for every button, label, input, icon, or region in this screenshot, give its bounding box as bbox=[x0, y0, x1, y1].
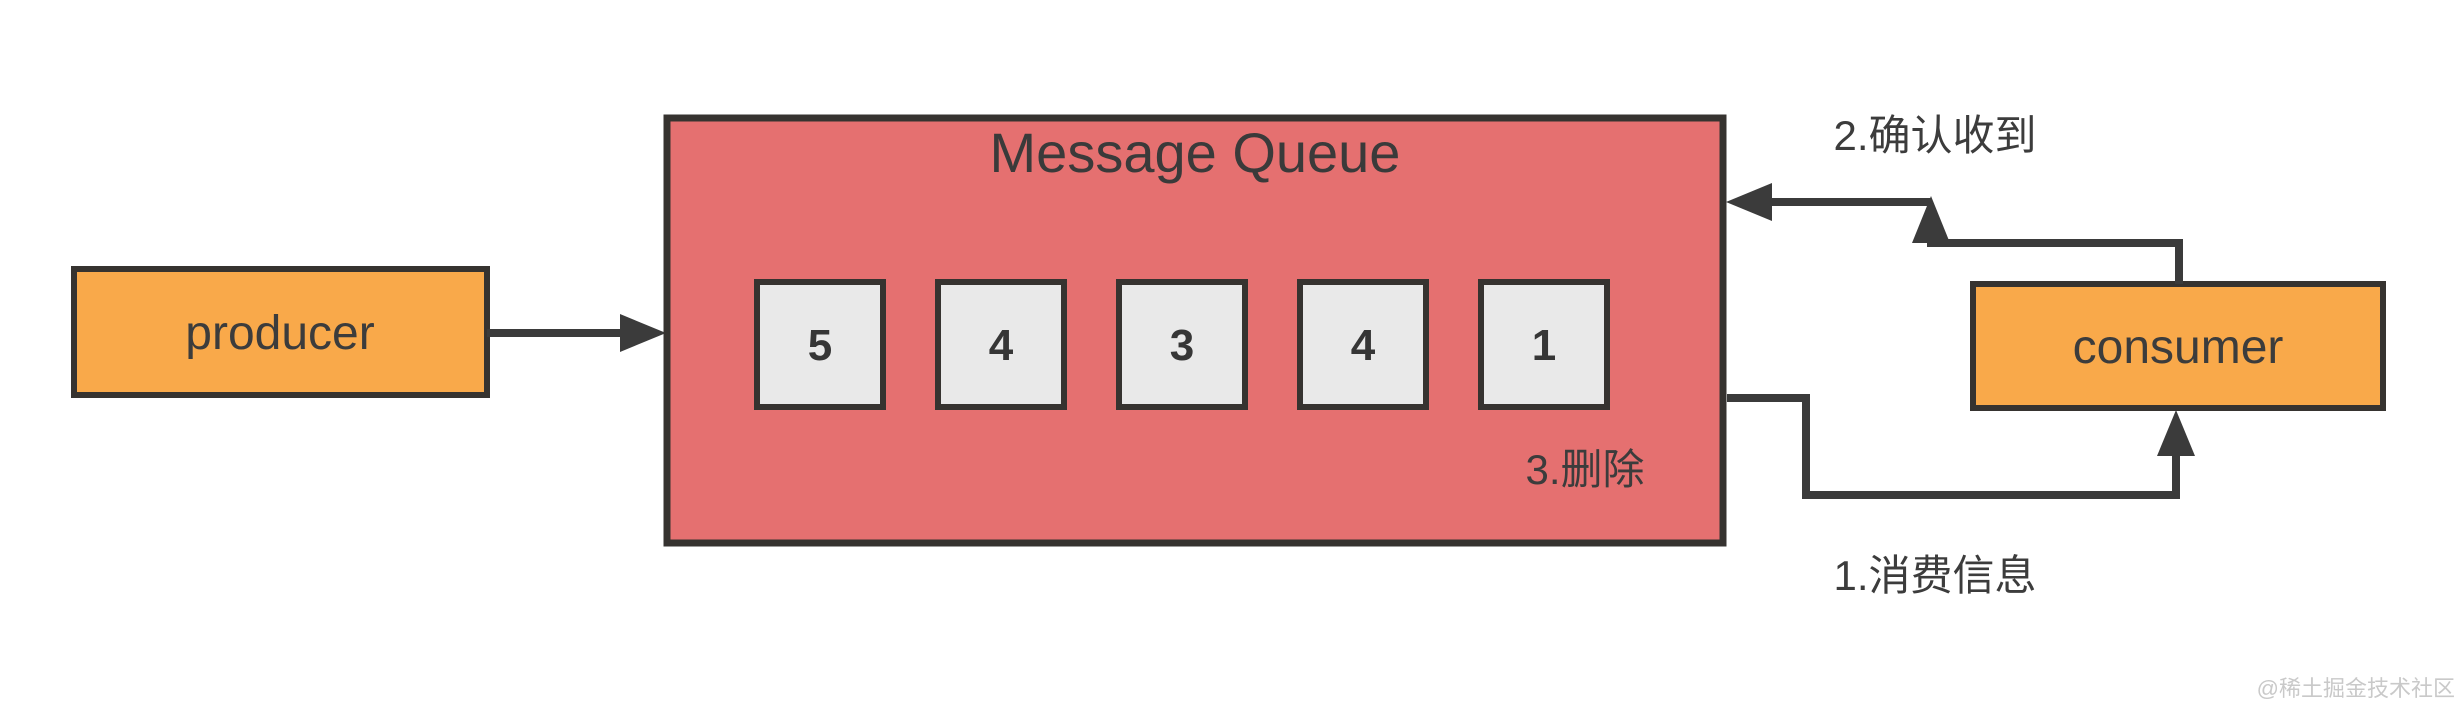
queue-cell-value: 3 bbox=[1170, 321, 1194, 370]
queue-cell: 4 bbox=[1297, 279, 1429, 410]
consumer-node: consumer bbox=[1970, 281, 2386, 411]
queue-cell: 5 bbox=[754, 279, 886, 410]
consumer-label: consumer bbox=[2073, 321, 2284, 374]
queue-cell-box bbox=[935, 279, 1067, 410]
produce-arrowhead-icon bbox=[620, 314, 666, 352]
producer-label: producer bbox=[185, 307, 374, 360]
queue-cell-value: 4 bbox=[989, 321, 1014, 370]
delete-step-label: 3.删除 bbox=[1525, 446, 1644, 493]
consume-arrow: 1.消费信息 bbox=[1727, 394, 2195, 599]
queue-cell: 1 bbox=[1478, 279, 1610, 410]
queue-cell-box bbox=[1116, 279, 1248, 410]
consume-up-arrowhead-icon bbox=[2157, 410, 2195, 456]
queue-cell: 4 bbox=[935, 279, 1067, 410]
producer-node: producer bbox=[71, 266, 490, 398]
consumer-box bbox=[1970, 281, 2386, 411]
consume-arrow-elbow-line bbox=[1727, 394, 2180, 499]
ack-up-arrowhead-icon bbox=[1912, 196, 1950, 243]
queue-cell-value: 5 bbox=[808, 321, 832, 370]
message-queue-title: Message Queue bbox=[990, 121, 1401, 184]
queue-cell-box bbox=[1297, 279, 1429, 410]
ack-step-label: 2.确认收到 bbox=[1833, 112, 2036, 159]
ack-left-arrowhead-icon bbox=[1726, 183, 1772, 221]
produce-arrow bbox=[487, 314, 666, 352]
consume-step-label: 1.消费信息 bbox=[1833, 552, 2036, 599]
queue-cell-value: 4 bbox=[1351, 321, 1376, 370]
message-queue-node: Message Queue 5 4 3 4 1 3.删除 bbox=[663, 114, 1727, 547]
watermark-text: @稀土掘金技术社区 bbox=[2257, 676, 2455, 701]
queue-cell-box bbox=[754, 279, 886, 410]
ack-arrow: 2.确认收到 bbox=[1726, 112, 2183, 284]
queue-cell-box bbox=[1478, 279, 1610, 410]
ack-arrow-elbow-line bbox=[1927, 238, 2183, 284]
queue-cell-value: 1 bbox=[1532, 321, 1556, 370]
queue-cell: 3 bbox=[1116, 279, 1248, 410]
producer-box bbox=[71, 266, 490, 398]
